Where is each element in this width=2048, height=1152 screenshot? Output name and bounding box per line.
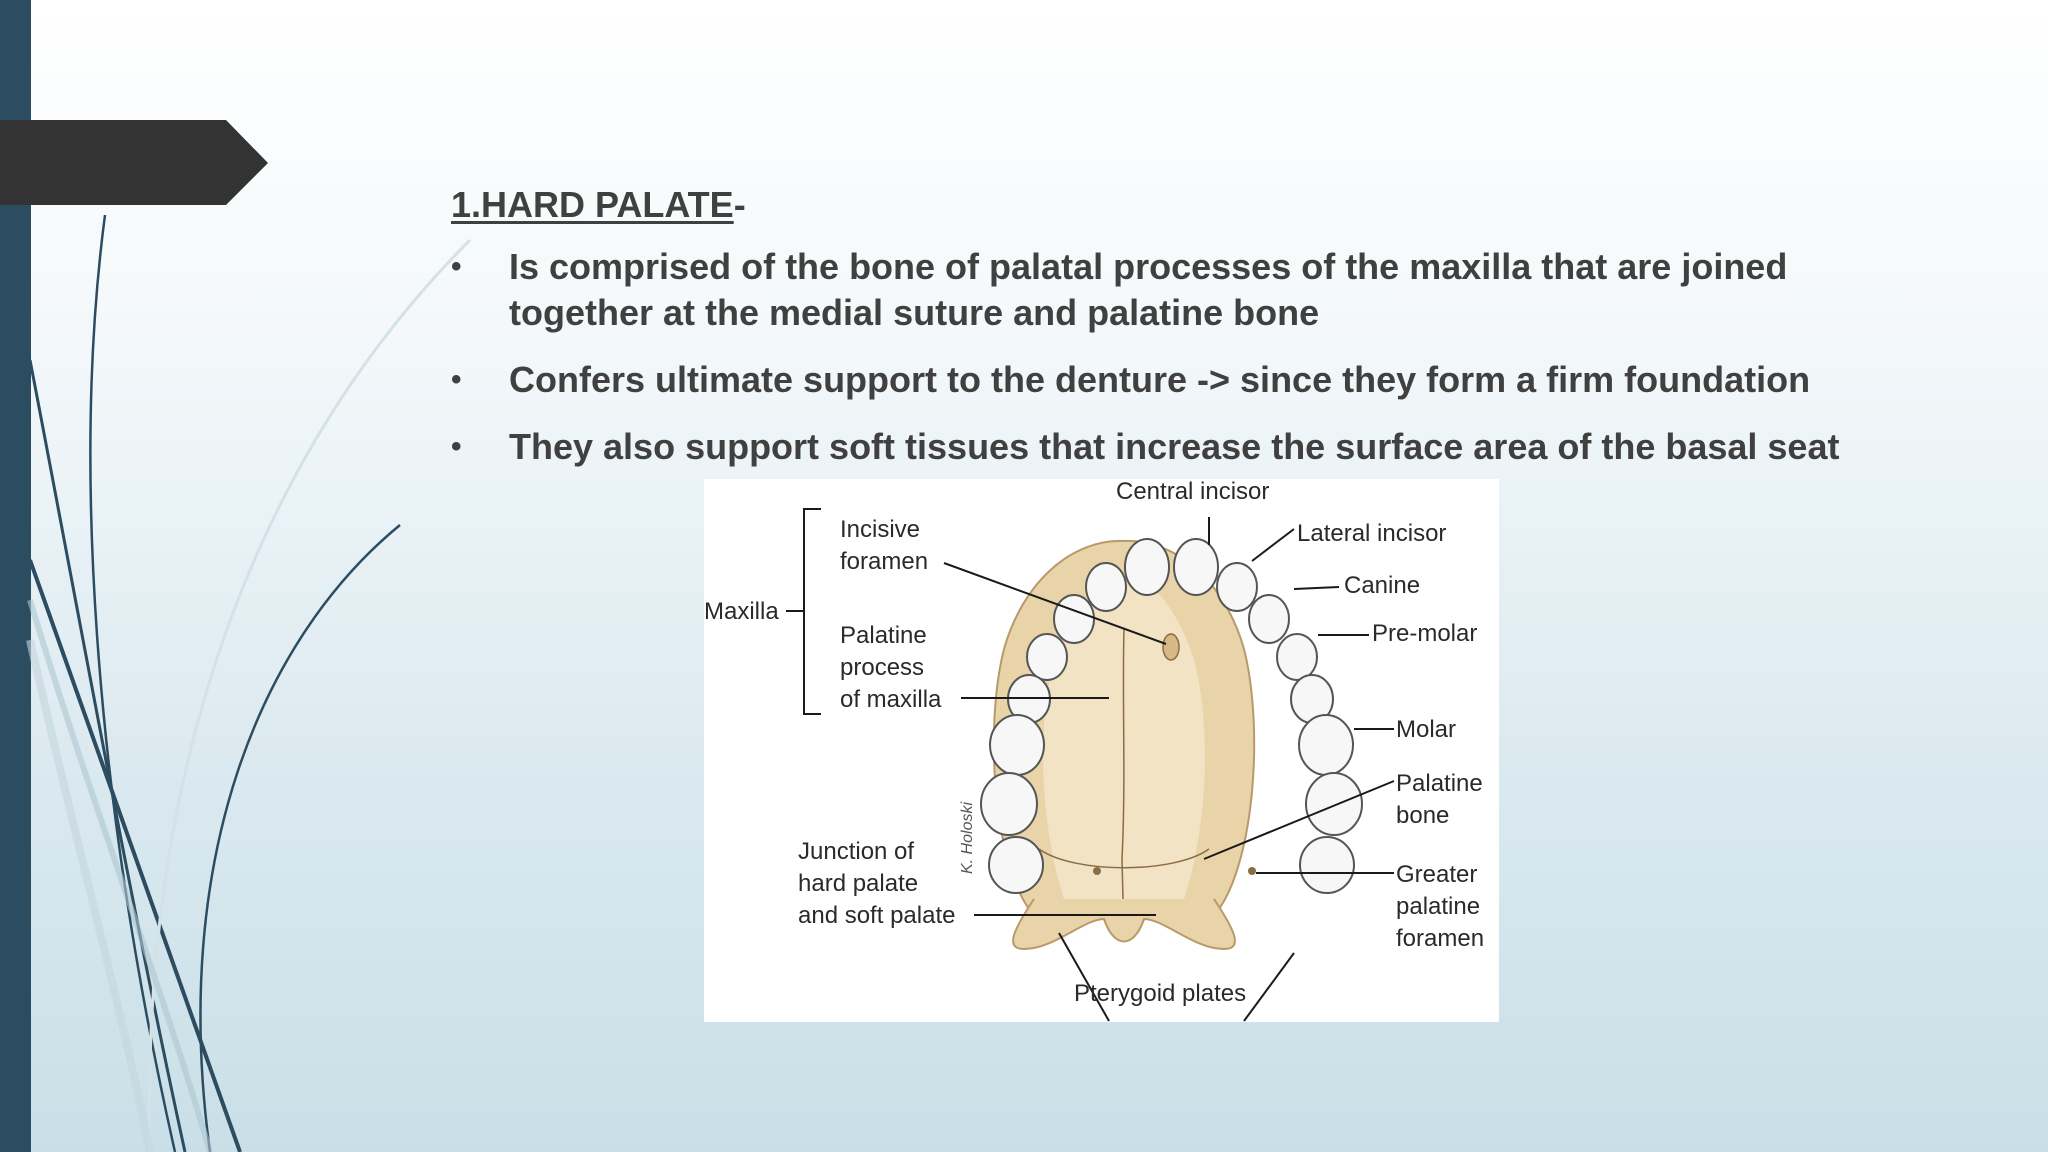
bullet-item: • Is comprised of the bone of palatal pro… bbox=[451, 244, 1931, 336]
label-lateral-incisor: Lateral incisor bbox=[1297, 520, 1446, 547]
label-palatine-bone-line1: Palatine bbox=[1396, 770, 1483, 797]
heading-suffix: - bbox=[733, 184, 746, 225]
bullet-text: They also support soft tissues that incr… bbox=[509, 426, 1840, 467]
hard-palate-diagram: Central incisor Lateral incisor Canine P… bbox=[704, 479, 1499, 1022]
heading-text: 1.HARD PALATE bbox=[451, 184, 734, 225]
slide-heading: 1.HARD PALATE- bbox=[451, 184, 1931, 226]
bullet-marker: • bbox=[451, 250, 462, 283]
label-greater-line3: foramen bbox=[1396, 925, 1484, 952]
label-incisive-line1: Incisive bbox=[840, 516, 920, 543]
palate-illustration: Central incisor Lateral incisor Canine P… bbox=[704, 479, 1484, 1022]
label-palatine-process-line3: of maxilla bbox=[840, 686, 942, 713]
label-junction-line2: hard palate bbox=[798, 870, 918, 897]
bullet-list: • Is comprised of the bone of palatal pro… bbox=[451, 244, 1931, 470]
slide-content: 1.HARD PALATE- • Is comprised of the bone… bbox=[451, 184, 1931, 491]
label-junction-line3: and soft palate bbox=[798, 902, 955, 929]
title-arrow-shape bbox=[0, 120, 268, 205]
label-palatine-process-line1: Palatine bbox=[840, 622, 927, 649]
label-junction-line1: Junction of bbox=[798, 838, 914, 865]
bullet-marker: • bbox=[451, 430, 462, 463]
bullet-text: Confers ultimate support to the denture … bbox=[509, 359, 1811, 400]
artist-signature: K. Holoski bbox=[959, 802, 976, 874]
bullet-marker: • bbox=[451, 363, 462, 396]
label-greater-line1: Greater bbox=[1396, 861, 1477, 888]
label-palatine-bone-line2: bone bbox=[1396, 802, 1449, 829]
label-central-incisor: Central incisor bbox=[1116, 479, 1269, 505]
bullet-item: • Confers ultimate support to the denture… bbox=[451, 357, 1931, 403]
label-palatine-process-line2: process bbox=[840, 654, 924, 681]
label-greater-line2: palatine bbox=[1396, 893, 1480, 920]
label-incisive-line2: foramen bbox=[840, 548, 928, 575]
label-premolar: Pre-molar bbox=[1372, 620, 1477, 647]
bullet-item: • They also support soft tissues that inc… bbox=[451, 424, 1931, 470]
bullet-text: Is comprised of the bone of palatal proc… bbox=[509, 246, 1788, 333]
label-pterygoid-plates: Pterygoid plates bbox=[1074, 980, 1246, 1007]
label-molar: Molar bbox=[1396, 716, 1456, 743]
label-canine: Canine bbox=[1344, 572, 1420, 599]
label-maxilla: Maxilla bbox=[704, 598, 779, 625]
